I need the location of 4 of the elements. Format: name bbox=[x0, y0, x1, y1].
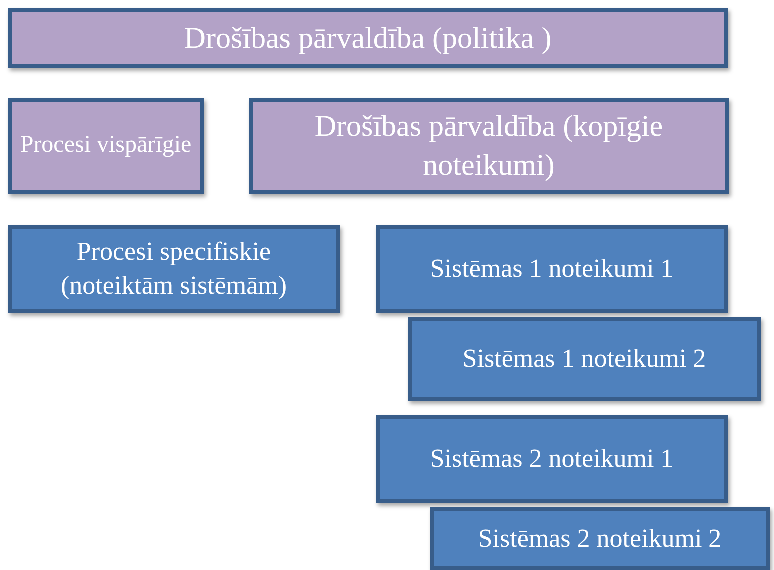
process-box: Procesi specifiskie (noteiktām sistēmām) bbox=[8, 225, 340, 313]
process-box: Procesi vispārīgie bbox=[8, 98, 204, 194]
policy-box: Drošības pārvaldība (kopīgie noteikumi) bbox=[249, 98, 729, 194]
policy-box: Drošības pārvaldība (politika ) bbox=[8, 8, 728, 68]
